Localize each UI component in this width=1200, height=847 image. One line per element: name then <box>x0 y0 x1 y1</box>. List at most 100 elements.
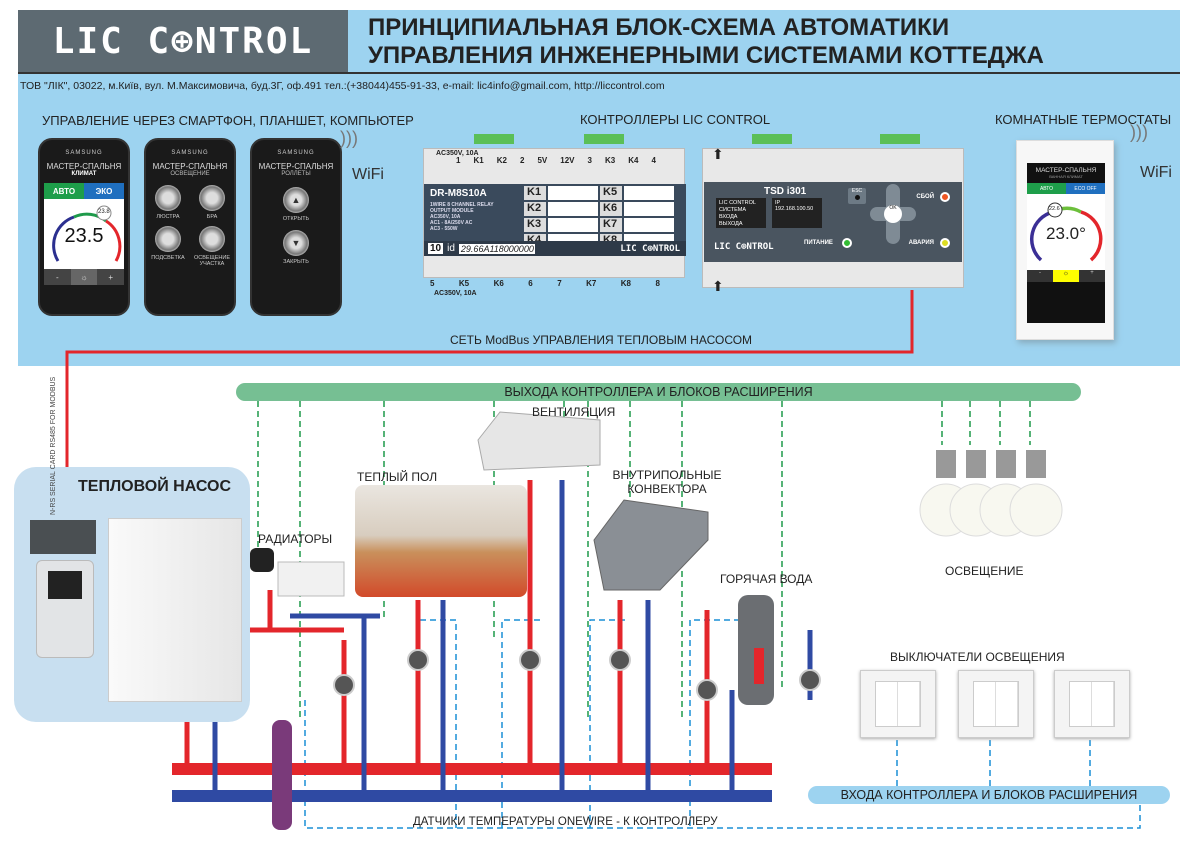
hot-risers <box>184 480 710 763</box>
thermostat-title: МАСТЕР-СПАЛЬНЯ <box>1035 167 1097 174</box>
phone-brand: SAMSUNG <box>65 150 103 156</box>
phone-climate: SAMSUNG МАСТЕР-СПАЛЬНЯ КЛИМАТ АВТО ЭКО 2… <box>38 138 130 316</box>
phone-brand: SAMSUNG <box>171 150 209 156</box>
terminal-block <box>752 134 792 144</box>
ventilation-unit <box>477 411 601 471</box>
company-address: ТОВ "ЛІК", 03022, м.Київ, вул. М.Максимо… <box>20 80 665 92</box>
channel-k5: K5 <box>600 186 622 200</box>
heat-pump-label: ТЕПЛОВОЙ НАСОС <box>78 478 232 495</box>
controller-screen-2: IP 192.168.100.50 <box>772 198 822 228</box>
light-button-backlight[interactable]: ПОДСВЕТКА <box>146 226 190 267</box>
thermostat-temperature: 23.0° <box>1046 224 1086 243</box>
phone-title: МАСТЕР-СПАЛЬНЯ <box>152 162 228 171</box>
light-button-chandelier[interactable]: ЛЮСТРА <box>146 185 190 220</box>
hot-water-label: ГОРЯЧАЯ ВОДА <box>720 572 813 586</box>
plus-button[interactable]: + <box>108 272 114 282</box>
light-button-sconce[interactable]: БРА <box>190 185 234 220</box>
alarm-label: АВАРИЯ <box>908 240 934 246</box>
thermostat-setpoint: 22.6 <box>1049 206 1060 212</box>
phone-subtitle: КЛИМАТ <box>71 171 97 177</box>
power-label: ПИТАНИЕ <box>804 240 833 246</box>
wall-thermostat: МАСТЕР-СПАЛЬНЯ ВАННАЯ КЛИМАТ АВТО ECO OF… <box>1016 140 1114 340</box>
shutter-close-button[interactable]: ▼ ЗАКРЫТЬ <box>252 230 340 265</box>
arrow-up-icon: ▲ <box>283 187 309 213</box>
floor-heating-label: ТЕПЛЫЙ ПОЛ <box>357 470 438 484</box>
relay-model: DR-M8S10A <box>430 188 487 199</box>
channel-k2: K2 <box>524 202 546 216</box>
company-logo: LIC C⊕NTROL <box>52 20 314 62</box>
fault-led <box>940 192 950 202</box>
light-bulbs <box>919 450 1063 537</box>
top-rating: AC350V, 10A <box>436 150 479 157</box>
relay-id-value: 29.66A118000000 <box>458 243 535 254</box>
thermal-actuator <box>250 548 274 572</box>
ok-button[interactable]: OK <box>884 205 902 223</box>
light-switch[interactable] <box>1054 670 1130 738</box>
floor-convector <box>593 499 709 591</box>
climate-dial: 23.8 23.5 <box>44 199 124 269</box>
terminal-block <box>584 134 624 144</box>
shutter-open-button[interactable]: ▲ ОТКРЫТЬ <box>252 187 340 222</box>
navigation-pad[interactable]: OK <box>870 184 916 244</box>
sun-icon[interactable]: ☼ <box>1053 270 1079 282</box>
logo-box: LIC C⊕NTROL <box>18 10 348 72</box>
light-switch[interactable] <box>860 670 936 738</box>
floor-heating-image <box>355 485 527 597</box>
heat-pump-unit <box>108 518 242 702</box>
thermostat-minus-button[interactable]: - <box>1039 270 1041 276</box>
thermostat-plus-button[interactable]: + <box>1090 270 1094 276</box>
title-divider <box>18 72 1180 74</box>
terminal-block <box>474 134 514 144</box>
tank-coil <box>754 648 764 684</box>
hot-manifold <box>172 763 772 775</box>
switches-label: ВЫКЛЮЧАТЕЛИ ОСВЕЩЕНИЯ <box>890 650 1065 664</box>
cold-manifold <box>172 790 772 802</box>
serial-card <box>30 520 96 554</box>
controller-brand: LIC C⊕NTROL <box>714 242 774 252</box>
setpoint-value: 23.8 <box>98 209 110 215</box>
channel-k7: K7 <box>600 218 622 232</box>
channel-k6: K6 <box>600 202 622 216</box>
rs485-label: N-RS SERIAL CARD RS485 FOR MODBUS <box>50 376 57 515</box>
bottom-rating: AC350V, 10A <box>434 290 477 297</box>
page-title: ПРИНЦИПИАЛЬНАЯ БЛОК-СХЕМА АВТОМАТИКИ УПР… <box>368 14 1168 70</box>
thermostat-eco-button[interactable]: ECO OFF <box>1066 183 1105 194</box>
sun-icon[interactable]: ☼ <box>70 269 98 285</box>
relay-brand: LIC C⊕NTROL <box>620 243 680 254</box>
arrow-up-icon: ⬆ <box>712 278 724 294</box>
circulation-pumps <box>204 649 821 719</box>
phone-title: МАСТЕР-СПАЛЬНЯ <box>46 162 122 171</box>
radiator <box>277 561 345 597</box>
minus-button[interactable]: - <box>56 272 59 282</box>
esc-button[interactable]: ESC <box>848 188 866 204</box>
controllers-section-label: КОНТРОЛЛЕРЫ LIC CONTROL <box>580 112 771 127</box>
wifi-label: WiFi <box>352 166 384 183</box>
phone-brand: SAMSUNG <box>277 150 315 156</box>
radiators-label: РАДИАТОРЫ <box>258 532 333 546</box>
wifi-waves-icon: ))) <box>1130 122 1148 142</box>
modbus-line <box>65 290 914 525</box>
controller-model: TSD i301 <box>764 186 807 197</box>
relay-address: 10 <box>428 243 444 254</box>
thermostat-dial: 22.6 23.0° <box>1027 194 1105 270</box>
title-line-2: УПРАВЛЕНИЯ ИНЖЕНЕРНЫМИ СИСТЕМАМИ КОТТЕДЖ… <box>368 42 1044 69</box>
cold-risers <box>212 480 813 790</box>
heat-pump-controller <box>36 560 94 658</box>
phone-title: МАСТЕР-СПАЛЬНЯ <box>258 162 334 171</box>
outputs-bar: ВЫХОДА КОНТРОЛЛЕРА И БЛОКОВ РАСШИРЕНИЯ <box>236 383 1081 401</box>
terminal-block <box>880 134 920 144</box>
light-switch[interactable] <box>958 670 1034 738</box>
title-line-1: ПРИНЦИПИАЛЬНАЯ БЛОК-СХЕМА АВТОМАТИКИ <box>368 14 950 41</box>
inputs-bar: ВХОДА КОНТРОЛЛЕРА И БЛОКОВ РАСШИРЕНИЯ <box>808 786 1170 804</box>
temperature-arc <box>52 205 122 262</box>
hydraulic-separator <box>272 720 292 830</box>
mode-eco-button[interactable]: ЭКО <box>84 183 124 199</box>
power-led <box>842 238 852 248</box>
mode-auto-button[interactable]: АВТО <box>44 183 84 199</box>
fault-label: СБОЙ <box>916 194 934 200</box>
thermostat-auto-button[interactable]: АВТО <box>1027 183 1066 194</box>
relay-id-row: 10 id 29.66A118000000 LIC C⊕NTROL <box>424 241 686 256</box>
light-button-yard[interactable]: ОСВЕЩЕНИЕ УЧАСТКА <box>190 226 234 267</box>
